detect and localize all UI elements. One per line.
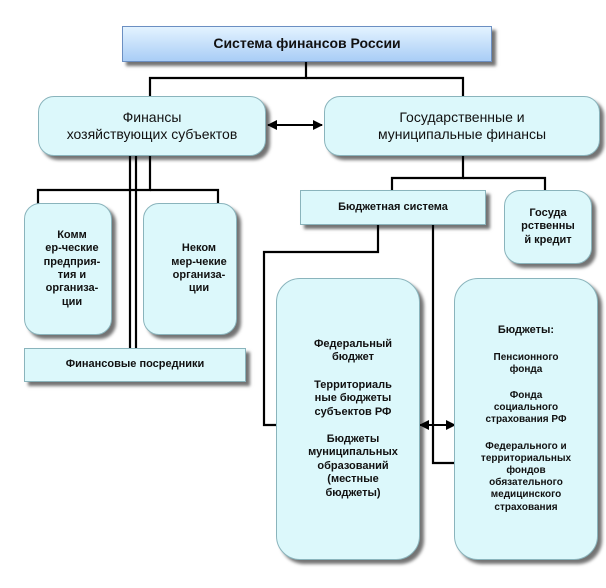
line-budget-federal <box>262 225 380 427</box>
medical-insurance-funds-label: Федерального и территориальных фондов об… <box>480 440 572 513</box>
state-credit-label: Госуда рственны й кредит <box>521 206 575 246</box>
regional-budgets-label: Территориаль ные бюджеты субъектов РФ <box>314 378 392 418</box>
state-finance-line2: муниципальные финансы <box>377 126 547 142</box>
node-business-finance: Финансы хозяйствующих субъектов <box>38 96 266 156</box>
line-root-right <box>306 76 465 98</box>
budget-system-label: Бюджетная система <box>338 200 448 213</box>
node-commercial-enterprises: Комм ер-ческие предприя- тия и организа-… <box>24 203 112 335</box>
intermediaries-label: Финансовые посредники <box>65 358 205 371</box>
panel-extra-budgetary-funds: Бюджеты: Пенсионного фонда Фонда социаль… <box>454 278 598 560</box>
line-budget-funds <box>431 225 455 465</box>
node-noncommercial-organizations: Неком мер-чекие организа- ции <box>143 203 237 335</box>
node-budget-system: Бюджетная система <box>300 190 486 225</box>
root-label: Система финансов России <box>213 35 401 52</box>
business-finance-line1: Финансы <box>122 108 182 125</box>
line-left-commercial <box>36 155 152 205</box>
social-insurance-fund-label: Фонда социального страхования РФ <box>485 390 567 426</box>
funds-heading: Бюджеты: <box>497 324 555 337</box>
line-right-credit <box>463 176 547 190</box>
line-left-noncommercial <box>150 188 220 205</box>
panel-budgets: Федеральный бюджет Территориаль ные бюдж… <box>276 278 420 560</box>
noncommercial-label: Неком мер-чекие организа- ции <box>171 242 227 295</box>
commercial-label: Комм ер-ческие предприя- тия и организа-… <box>43 228 101 308</box>
state-finance-line1: Государственные и <box>399 108 525 125</box>
node-state-credit: Госуда рственны й кредит <box>504 190 592 264</box>
line-root-left <box>148 60 308 98</box>
root-node: Система финансов России <box>122 26 492 62</box>
node-state-municipal-finance: Государственные и муниципальные финансы <box>324 96 600 156</box>
node-financial-intermediaries: Финансовые посредники <box>24 348 246 382</box>
municipal-budgets-label: Бюджеты муниципальных образований (местн… <box>308 433 398 499</box>
pension-fund-label: Пенсионного фонда <box>493 351 559 375</box>
business-finance-line2: хозяйствующих субъектов <box>66 126 238 142</box>
line-right-budget <box>390 155 465 190</box>
federal-budget-label: Федеральный бюджет <box>314 337 392 364</box>
